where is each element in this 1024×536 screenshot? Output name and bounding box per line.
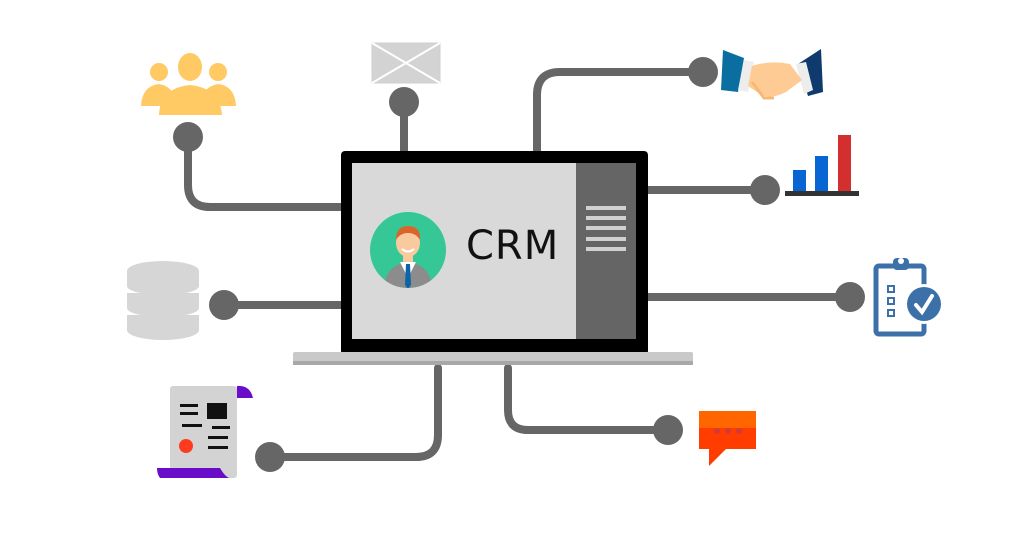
connector-deals (533, 68, 707, 159)
invoice-scroll-icon (157, 385, 253, 478)
connector-customers (184, 133, 349, 211)
crm-title: CRM (466, 223, 560, 269)
handshake-icon (721, 49, 823, 100)
connector-dots (173, 57, 865, 472)
users-group-icon (141, 53, 236, 115)
menu-lines-icon (586, 206, 626, 251)
chat-bubble-icon (699, 411, 756, 466)
envelope-icon (371, 42, 441, 84)
clipboard-check-icon (873, 258, 944, 337)
avatar (370, 212, 446, 288)
laptop (293, 151, 693, 365)
bar-chart-icon (785, 135, 859, 196)
connector-documents (266, 364, 442, 461)
connector-messages (504, 364, 672, 434)
database-icon (127, 261, 199, 340)
connectors (184, 68, 854, 461)
